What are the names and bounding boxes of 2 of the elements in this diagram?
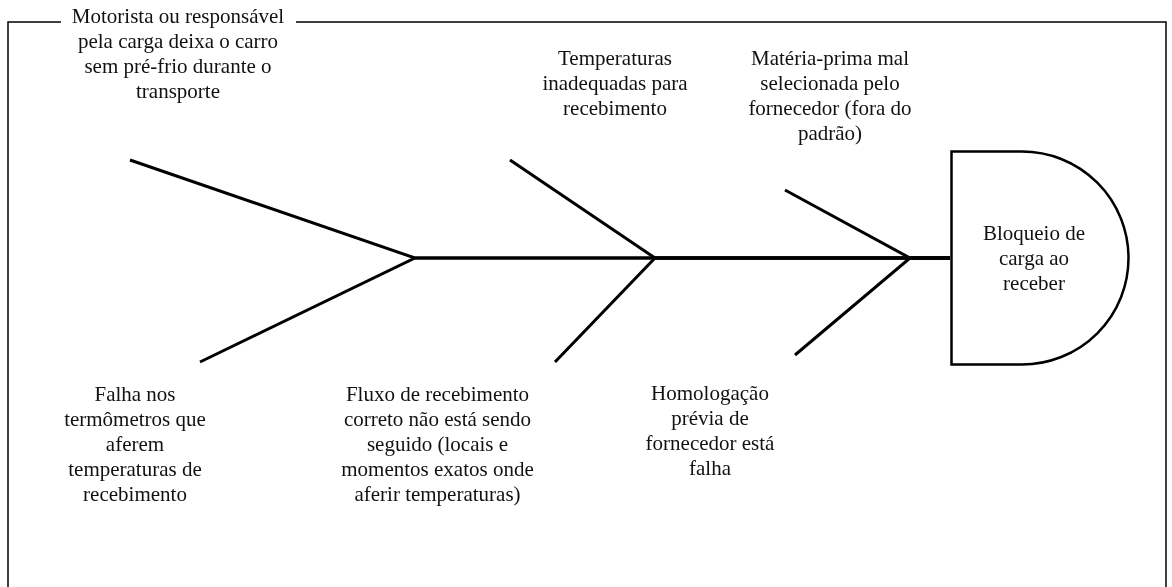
effect-head-shape — [950, 150, 1130, 366]
fishbone-line — [794, 256, 950, 357]
